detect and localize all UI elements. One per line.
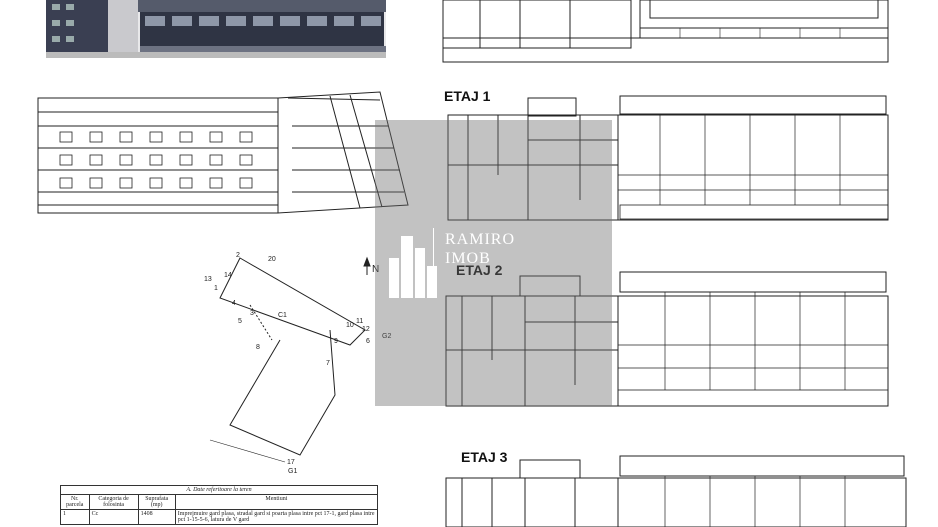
watermark-line1: RAMIRO: [445, 231, 516, 248]
site-vertex: 13: [204, 276, 212, 283]
city-logo-icon: [389, 236, 437, 298]
site-vertex: 2: [236, 252, 240, 259]
site-vertex: 7: [326, 360, 330, 367]
table-cell: 1: [60, 509, 90, 525]
site-vertex: 11: [356, 318, 364, 325]
table-cell: 1408: [137, 509, 176, 525]
north-arrow-label: N: [372, 264, 380, 275]
building-photo: [46, 0, 386, 58]
site-vertex: 3: [250, 310, 254, 317]
floor-plan-etaj2: [445, 271, 889, 407]
site-plan: [209, 256, 371, 463]
watermark-box: RAMIRO IMOB: [375, 120, 612, 406]
site-vertex: 12: [362, 326, 370, 333]
site-vertex: 17: [287, 459, 295, 466]
site-area-label: C1: [278, 312, 287, 319]
floor-label-etaj1: ETAJ 1: [444, 88, 491, 104]
watermark-divider: [433, 228, 434, 298]
site-point-g1: G1: [288, 468, 298, 475]
floor-label-etaj2: ETAJ 2: [456, 262, 503, 278]
table-header: Categoria de folosinta: [88, 494, 139, 510]
floor-plan-etaj0: [442, 0, 889, 63]
table-cell: Cc: [88, 509, 139, 525]
floor-label-etaj3: ETAJ 3: [461, 449, 508, 465]
table-header: Nr. parcela: [60, 494, 90, 510]
floor-plan-etaj1: [447, 95, 889, 221]
table-caption: A. Date referitoare la teren: [60, 485, 378, 495]
table-header: Mentiuni: [174, 494, 379, 510]
table-row: 1 Cc 1408 Imprejmuire gard plasa, strada…: [60, 509, 379, 525]
site-vertex: 4: [232, 300, 236, 307]
site-vertex: 10: [346, 322, 354, 329]
site-vertex: 1: [214, 285, 218, 292]
elevation-drawing: [37, 91, 409, 214]
site-vertex: 14: [224, 272, 232, 279]
watermark-line2: IMOB: [445, 250, 491, 267]
site-vertex: 5: [238, 318, 242, 325]
table-cell: Imprejmuire gard plasa, stradal gard si …: [174, 509, 379, 525]
table-header: Suprafata (mp): [137, 494, 176, 510]
site-vertex: 9: [334, 338, 338, 345]
floor-plan-etaj3: [445, 455, 907, 527]
site-vertex: 8: [256, 344, 260, 351]
site-point-g2: G2: [382, 333, 392, 340]
land-data-table: A. Date referitoare la teren Nr. parcela…: [60, 485, 379, 525]
site-vertex: 6: [366, 338, 370, 345]
site-vertex: 20: [268, 256, 276, 263]
